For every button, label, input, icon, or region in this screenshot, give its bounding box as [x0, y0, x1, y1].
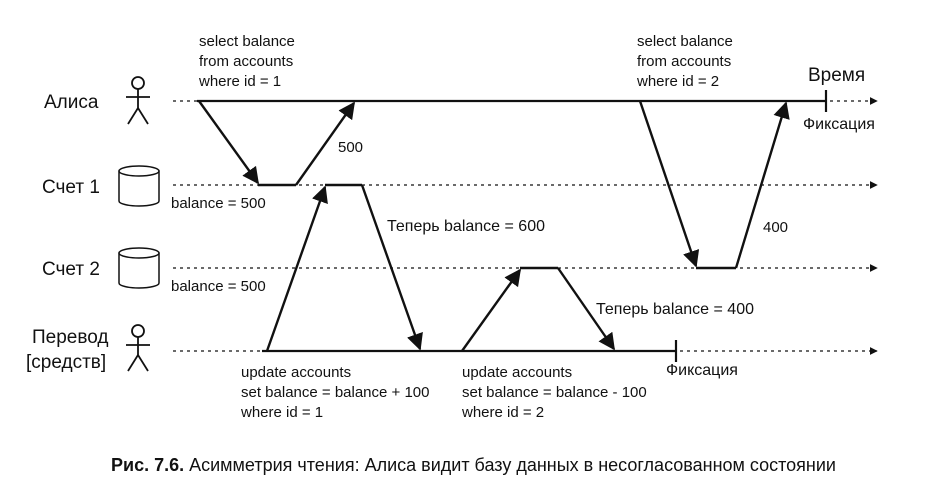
transfer-update-account1-path: [265, 183, 423, 352]
transfer-update-account2-path: [461, 266, 615, 352]
figure-caption-text: Асимметрия чтения: Алиса видит базу данн…: [184, 455, 836, 475]
account1-database-icon: [118, 165, 160, 207]
account2-initial-balance: balance = 500: [171, 278, 266, 295]
transfer-person-icon: [126, 324, 150, 372]
transfer-timeline: [173, 340, 878, 362]
alice-read-account2-path: [638, 100, 790, 270]
transfer-commit-label: Фиксация: [666, 362, 738, 379]
lane-label-account1: Счет 1: [42, 177, 100, 198]
alice-read-account1-path: [198, 100, 355, 187]
figure-caption: Рис. 7.6. Асимметрия чтения: Алиса видит…: [0, 455, 947, 476]
lane-label-alice: Алиса: [44, 92, 99, 113]
alice-query2: select balance from accounts where id = …: [636, 33, 737, 90]
result-400-label: 400: [763, 219, 788, 236]
account1-initial-balance: balance = 500: [171, 195, 266, 212]
lane-label-account2: Счет 2: [42, 259, 100, 280]
lane-label-transfer-1: Перевод: [32, 327, 108, 348]
account2-database-icon: [118, 247, 160, 289]
figure-caption-prefix: Рис. 7.6.: [111, 455, 185, 475]
result-500-label: 500: [338, 139, 363, 156]
alice-person-icon: [126, 76, 150, 125]
account2-new-balance: Теперь balance = 400: [596, 301, 754, 318]
alice-query1: select balance from accounts where id = …: [198, 33, 299, 90]
transfer-update1: update accounts set balance = balance + …: [240, 364, 434, 421]
account1-new-balance: Теперь balance = 600: [387, 218, 545, 235]
time-label: Время: [808, 65, 865, 86]
lane-label-transfer-2: [средств]: [26, 352, 106, 373]
alice-commit-label: Фиксация: [803, 116, 875, 133]
alice-timeline: [173, 90, 878, 112]
transfer-update2: update accounts set balance = balance - …: [461, 364, 651, 421]
